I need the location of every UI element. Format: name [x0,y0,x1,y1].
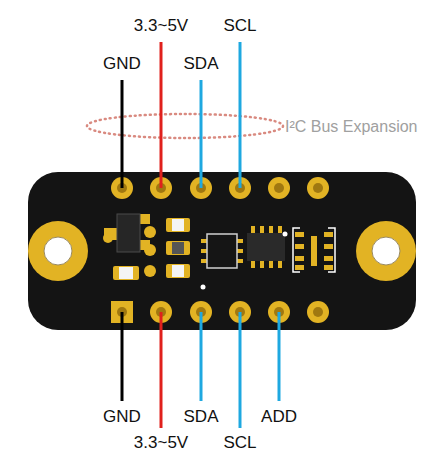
pcb-board [28,172,416,330]
sensor-pad [295,244,304,249]
sensor-pad [324,265,333,270]
mount-hole-center [372,237,400,265]
passive-body [172,242,184,254]
sensor-center-pad [311,236,317,266]
ic-chip [201,234,244,290]
regulator-chip [104,214,150,252]
pad-hole [313,183,323,193]
pin-label: SDA [184,54,219,74]
sensor-pad [295,232,304,237]
sensor-pad [295,265,304,270]
ic-pin [260,226,264,234]
pin-label: 3.3~5V [134,433,188,453]
leader-lines [122,42,279,428]
pad [307,177,329,199]
sensor-pad [324,256,333,261]
ic-pin [269,226,273,234]
add-line [278,312,281,401]
passive-body [172,219,184,231]
pin-label: GND [103,54,141,74]
pad [268,177,290,199]
pin-label: SCL [223,16,256,36]
soic-chip [247,226,288,268]
gnd-line [121,312,124,401]
pad [307,301,329,323]
ic-pin [278,226,282,234]
via [144,244,156,256]
ic-pin [269,260,273,268]
via [103,233,113,243]
pad-hole [313,307,323,317]
passive [166,264,190,278]
bottom-pads [111,301,329,323]
passive-components [103,218,190,280]
via [144,265,156,277]
chip-body [117,214,140,252]
passive-body [119,267,133,279]
pin1-dot [201,285,206,290]
bus-ellipse [87,114,283,138]
pad-hole [274,183,284,193]
mount-hole-center [44,237,72,265]
via [144,226,156,238]
sda-line [200,312,203,401]
passive-body [172,265,184,277]
scl-line [239,42,242,188]
bus-note: I²C Bus Expansion [285,117,418,137]
passive [166,241,190,255]
sda-line [200,80,203,188]
power-line [160,42,163,188]
ic-pin [260,260,264,268]
pin-label: SCL [223,433,256,453]
ic-pin [251,260,255,268]
sensor-pad [324,244,333,249]
ic-body [207,234,237,268]
pin-label: GND [103,407,141,427]
pin-label: ADD [261,407,297,427]
silkscreen [293,228,335,272]
passive [113,266,139,280]
pin1-dot [283,232,288,237]
power-line [160,312,163,428]
gnd-line [121,80,124,188]
ic-pin [251,226,255,234]
mount-hole [356,221,416,281]
sensor-pad [295,256,304,261]
scl-line [239,312,242,428]
pin-label: 3.3~5V [134,16,188,36]
mount-hole [28,221,88,281]
passive [166,218,190,232]
top-pads [111,177,329,199]
ic-body [247,233,285,261]
sensor-footprint [293,228,335,272]
pin-label: SDA [184,407,219,427]
sensor-pad [324,232,333,237]
ic-pin [278,260,282,268]
